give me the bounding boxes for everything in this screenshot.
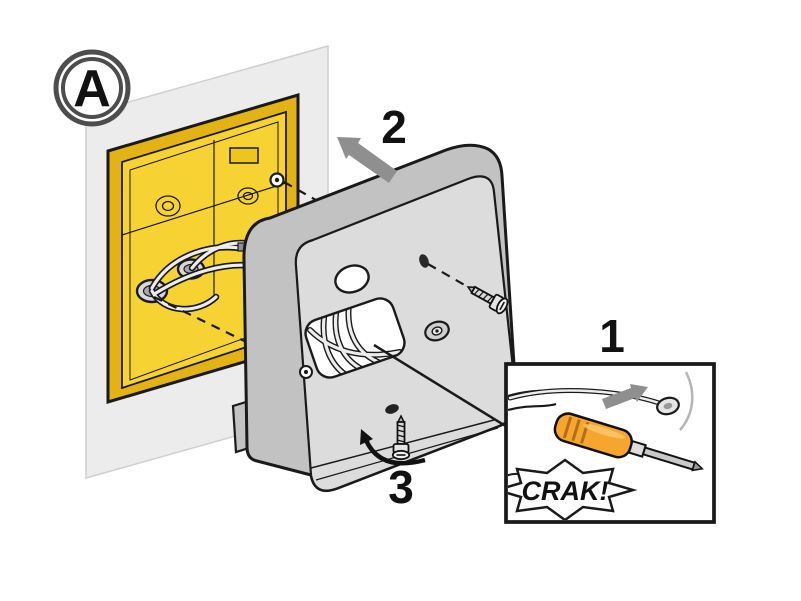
step-1-label: 1	[599, 310, 625, 362]
inset-wire-line	[508, 402, 557, 412]
handle-rib	[562, 416, 573, 439]
badge-inner-ring	[61, 57, 123, 119]
rotation-arrow	[363, 439, 426, 466]
cover-screw-slot	[419, 254, 429, 268]
direction-arrow-icon	[337, 137, 397, 183]
knockout-ring	[155, 195, 181, 217]
badge-letter: A	[73, 60, 111, 118]
handle-rib	[571, 419, 581, 442]
cover-screw-boss-center	[435, 329, 439, 333]
rotation-arrow-head-icon	[360, 429, 373, 445]
step-2-label: 2	[381, 101, 407, 153]
badge-outer-ring	[53, 49, 131, 127]
cover-lower-hole-center	[303, 369, 309, 375]
inset-knockout-hole-inner	[663, 402, 673, 410]
cover-front-face	[294, 175, 518, 492]
alignment-dashed-line-screw	[427, 263, 469, 288]
screwdriver-handle	[553, 412, 633, 459]
cover-cable-opening-outline	[304, 297, 406, 379]
impact-text: CRAK!	[522, 476, 609, 506]
alignment-dashed-line-bottom	[153, 296, 307, 372]
screwdriver-icon	[553, 412, 704, 472]
junction-box-structure	[121, 140, 287, 300]
cover-round-hole	[334, 264, 370, 294]
handle-highlight	[582, 424, 626, 439]
cover-bottom-screw-slot	[385, 404, 399, 414]
screwdriver-tip	[691, 460, 704, 472]
inset-frame-outline	[504, 362, 716, 524]
inset-panel-arc	[679, 371, 694, 431]
variant-badge: A	[53, 49, 131, 127]
knockout-ring	[237, 187, 259, 205]
inset-direction-arrow-icon	[602, 384, 648, 409]
detail-inset: CRAK!	[504, 362, 716, 524]
inset-content: CRAK!	[508, 371, 704, 520]
cable-clamp	[229, 147, 259, 164]
step-3-label: 3	[388, 461, 414, 513]
box-screw-hole-center	[274, 177, 280, 183]
mounting-cover	[231, 143, 518, 493]
inset-cable	[508, 389, 661, 405]
impact-starburst-icon	[508, 458, 638, 520]
detail-pointer-line	[373, 343, 513, 432]
